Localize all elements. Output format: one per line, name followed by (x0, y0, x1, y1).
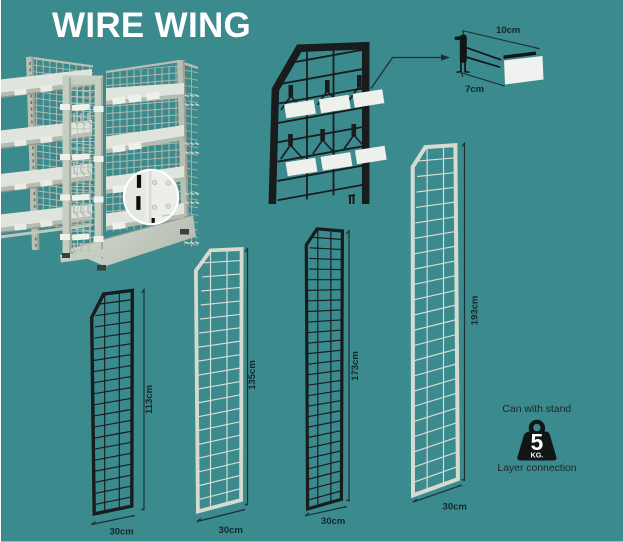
svg-text:5: 5 (531, 429, 544, 455)
svg-text:10cm: 10cm (496, 25, 520, 36)
svg-text:30cm: 30cm (443, 502, 467, 513)
svg-text:Can with stand: Can with stand (502, 404, 571, 415)
svg-text:135cm: 135cm (247, 360, 258, 390)
svg-text:7cm: 7cm (465, 84, 484, 95)
svg-text:30cm: 30cm (321, 516, 345, 527)
svg-text:30cm: 30cm (109, 526, 133, 537)
svg-text:113cm: 113cm (144, 385, 155, 414)
svg-text:Layer connection: Layer connection (497, 463, 576, 474)
svg-text:30cm: 30cm (219, 525, 243, 536)
svg-text:KG.: KG. (531, 450, 544, 459)
svg-text:193cm: 193cm (469, 296, 480, 326)
svg-text:173cm: 173cm (350, 351, 361, 381)
